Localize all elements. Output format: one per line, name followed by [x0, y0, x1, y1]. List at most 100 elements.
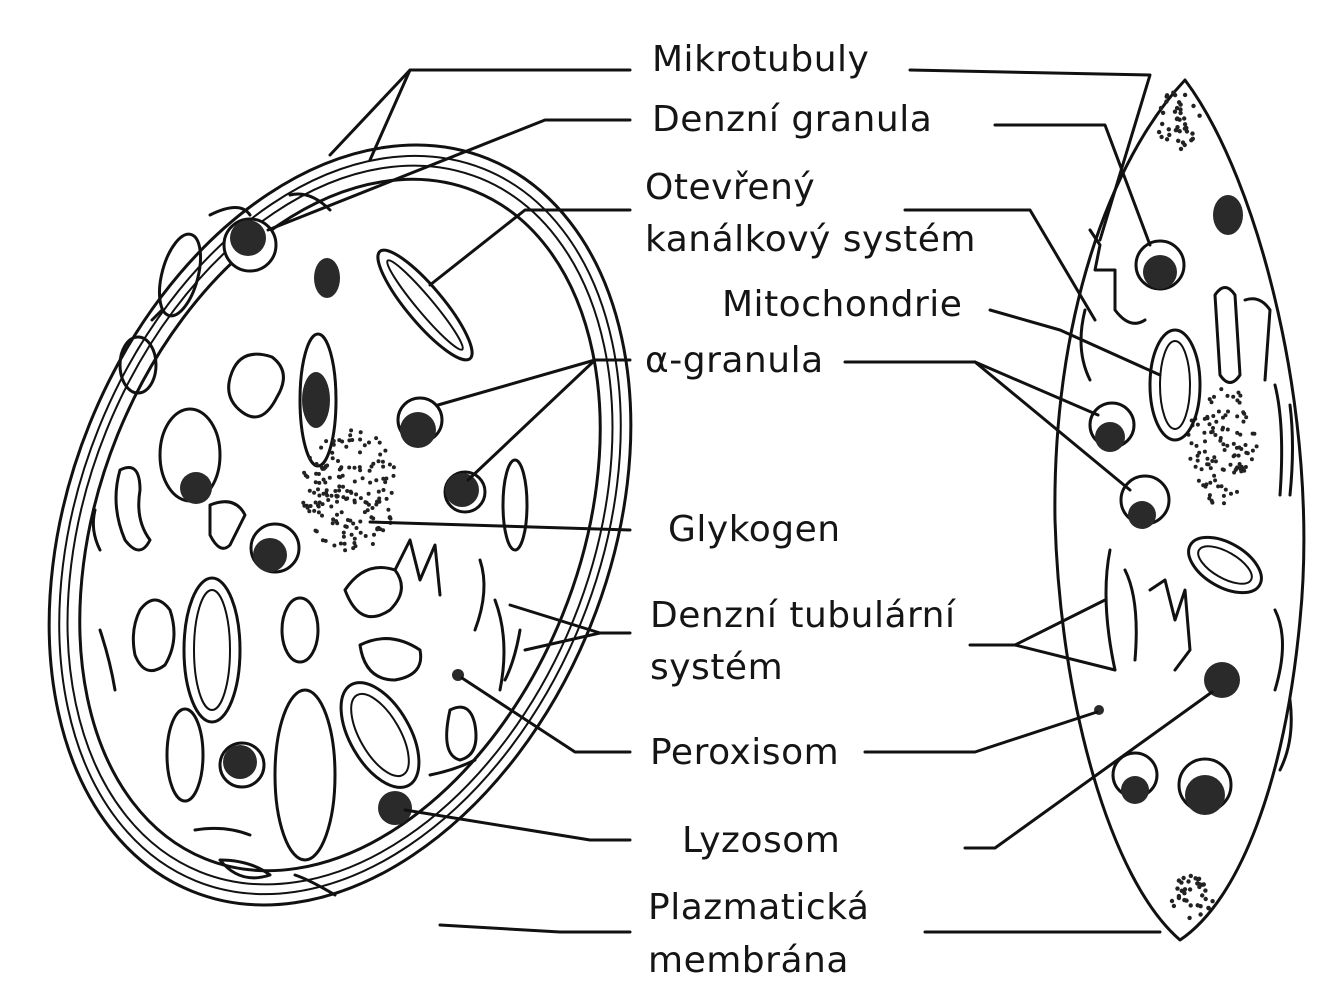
- stipple-dot: [1160, 122, 1164, 126]
- stipple-dot: [320, 466, 324, 470]
- stipple-dot: [1250, 457, 1254, 461]
- stipple-dot: [1161, 111, 1165, 115]
- stipple-dot: [355, 526, 359, 530]
- label-mitochondrie: Mitochondrie: [722, 287, 962, 323]
- leader-dts-right: [970, 600, 1105, 645]
- stipple-dot: [1194, 465, 1198, 469]
- stipple-dot: [1208, 481, 1212, 485]
- stipple-dot: [1197, 882, 1201, 886]
- leader-denzni-granula-left: [268, 120, 630, 230]
- stipple-dot: [1203, 888, 1207, 892]
- stipple-dot: [321, 538, 325, 542]
- stipple-dot: [1206, 457, 1210, 461]
- stipple-dot: [1207, 462, 1211, 466]
- stipple-dot: [348, 519, 352, 523]
- stipple-dot: [321, 502, 325, 506]
- right-organelles: [1081, 230, 1293, 770]
- stipple-dot: [345, 489, 349, 493]
- stipple-dot: [317, 481, 321, 485]
- stipple-dot: [1197, 451, 1201, 455]
- stipple-dot: [1235, 446, 1239, 450]
- stipple-dot: [367, 441, 371, 445]
- stipple-dot: [1223, 448, 1227, 452]
- leader-plazma-left: [440, 925, 630, 932]
- stipple-dot: [367, 503, 371, 507]
- stipple-dot: [1177, 896, 1181, 900]
- label-otevreny: Otevřený: [645, 170, 815, 206]
- stipple-dot: [1186, 879, 1190, 883]
- stipple-dot: [378, 453, 382, 457]
- label-denzni-granula: Denzní granula: [652, 102, 932, 138]
- stipple-dot: [350, 533, 354, 537]
- label-glykogen: Glykogen: [668, 512, 841, 548]
- stipple-dot: [1188, 457, 1192, 461]
- stipple-dot: [331, 456, 335, 460]
- stipple-dot: [390, 491, 394, 495]
- stipple-dot: [1255, 444, 1259, 448]
- stipple-dot: [1198, 904, 1202, 908]
- stipple-dot: [1219, 436, 1223, 440]
- stipple-dot: [383, 449, 387, 453]
- stipple-dot: [363, 500, 367, 504]
- stipple-dot: [308, 456, 312, 460]
- stipple-dot: [1225, 444, 1229, 448]
- stipple-dot: [315, 529, 319, 533]
- stipple-dot: [1207, 906, 1211, 910]
- stipple-dot: [1203, 439, 1207, 443]
- stipple-dot: [314, 480, 318, 484]
- stipple-dot: [308, 489, 312, 493]
- stipple-dot: [335, 500, 339, 504]
- stipple-dot: [1177, 100, 1181, 104]
- stipple-dot: [1219, 387, 1223, 391]
- stipple-dot: [1252, 432, 1256, 436]
- stipple-dot: [381, 528, 385, 532]
- stipple-dot: [348, 433, 352, 437]
- stipple-dot: [377, 490, 381, 494]
- stipple-dot: [1172, 904, 1176, 908]
- stipple-dot: [317, 510, 321, 514]
- stipple-dot: [1183, 887, 1187, 891]
- stipple-dot: [1187, 916, 1191, 920]
- stipple-dot: [343, 542, 347, 546]
- stipple-dot: [1222, 494, 1226, 498]
- stipple-dot: [312, 491, 316, 495]
- stipple-dot: [353, 499, 357, 503]
- stipple-dot: [1197, 479, 1201, 483]
- stipple-dot: [1159, 135, 1163, 139]
- stipple-dot: [1251, 449, 1255, 453]
- stipple-dot: [353, 466, 357, 470]
- stipple-dot: [1175, 106, 1179, 110]
- stipple-dot: [1224, 488, 1228, 492]
- stipple-dot: [378, 441, 382, 445]
- stipple-dot: [388, 515, 392, 519]
- stipple-dot: [1214, 459, 1218, 463]
- stipple-dot: [1212, 474, 1216, 478]
- stipple-dot: [367, 492, 371, 496]
- stipple-dot: [1203, 450, 1207, 454]
- stipple-dot: [1165, 94, 1169, 98]
- right-membrane: [1055, 80, 1304, 940]
- stipple-dot: [317, 494, 321, 498]
- stipple-dot: [368, 481, 372, 485]
- stipple-dot: [358, 520, 362, 524]
- stipple-dot: [371, 542, 375, 546]
- stipple-dot: [1205, 415, 1209, 419]
- stipple-dot: [1213, 433, 1217, 437]
- stipple-dot: [1226, 428, 1230, 432]
- stipple-dot: [1167, 127, 1171, 131]
- stipple-dot: [333, 489, 337, 493]
- stipple-dot: [1170, 899, 1174, 903]
- stipple-dot: [312, 509, 316, 513]
- stipple-dot: [1196, 459, 1200, 463]
- stipple-dot: [359, 531, 363, 535]
- stipple-dot: [340, 510, 344, 514]
- stipple-dot: [1210, 400, 1214, 404]
- stipple-dot: [337, 489, 341, 493]
- stipple-dot: [1195, 444, 1199, 448]
- stipple-dot: [340, 440, 344, 444]
- stipple-dot: [341, 485, 345, 489]
- stipple-dot: [1211, 414, 1215, 418]
- stipple-dot: [334, 519, 338, 523]
- stipple-dot: [324, 439, 328, 443]
- stipple-dot: [335, 495, 339, 499]
